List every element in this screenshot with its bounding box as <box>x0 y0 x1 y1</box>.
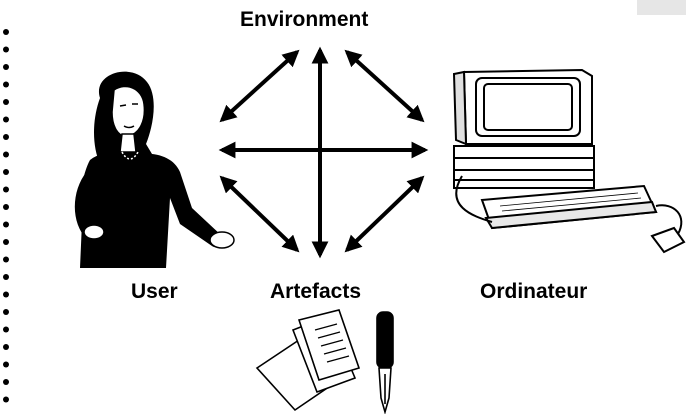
bullet-dot <box>3 361 9 368</box>
bullet-dot <box>3 274 9 280</box>
bullet-dot <box>3 134 9 140</box>
bullet-column <box>3 29 9 403</box>
bullet-dot <box>3 396 9 403</box>
bullet-dot <box>3 256 9 263</box>
bullet-dot <box>3 169 9 175</box>
computer-icon <box>452 68 686 254</box>
environment-label: Environment <box>240 8 369 31</box>
bullet-dot <box>3 29 9 35</box>
bullet-dot <box>3 99 9 105</box>
bullet-dot <box>3 379 9 385</box>
bullet-dot <box>3 344 9 350</box>
bullet-dot <box>3 291 9 298</box>
bullet-dot <box>3 186 9 193</box>
bullet-dot <box>3 204 9 210</box>
bullet-dot <box>3 116 9 123</box>
bullet-dot <box>3 309 9 315</box>
user-label: User <box>131 280 178 303</box>
user-figure-icon <box>74 71 235 268</box>
bullet-dot <box>3 151 9 158</box>
bullet-dot <box>3 46 9 53</box>
arrow-artefacts-ordinateur <box>344 175 425 253</box>
arrow-user-environment <box>219 49 300 123</box>
bullet-dot <box>3 326 9 333</box>
corner-tab <box>637 0 686 15</box>
bullet-dot <box>3 64 9 70</box>
bullet-dot <box>3 81 9 88</box>
artefacts-icon <box>255 309 394 414</box>
artefacts-label: Artefacts <box>270 280 362 303</box>
arrow-environment-ordinateur <box>344 49 425 123</box>
arrow-user-artefacts <box>219 175 300 253</box>
bullet-dot <box>3 239 9 245</box>
bullet-dot <box>3 221 9 228</box>
ordinateur-label: Ordinateur <box>480 280 588 303</box>
